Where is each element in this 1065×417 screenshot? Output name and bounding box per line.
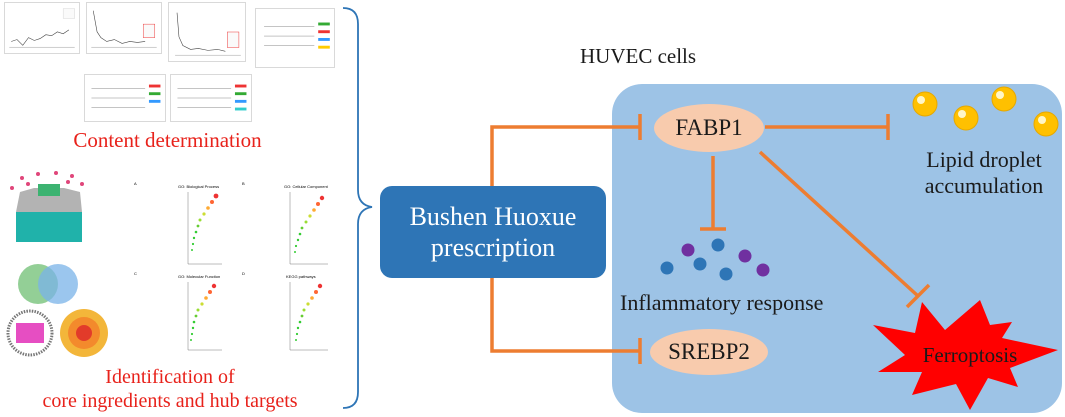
ferroptosis-starburst bbox=[873, 300, 1058, 410]
curly-brace bbox=[342, 7, 373, 409]
go-panel-tag-c: C bbox=[134, 271, 137, 276]
ppi-network-thumbnail-2 bbox=[58, 306, 110, 360]
go-panel-title-a: GO: Biological Process bbox=[178, 184, 219, 189]
inflammatory-response-label: Inflammatory response bbox=[620, 290, 824, 315]
prescription-box: Bushen Huoxue prescription bbox=[380, 186, 606, 278]
go-panel-tag-b: B bbox=[242, 181, 245, 186]
inflammatory-cytokine-dots bbox=[660, 238, 770, 281]
line-chart-thumbnail-d bbox=[255, 8, 335, 68]
go-dotplot-d: D KEGG pathways bbox=[240, 270, 340, 354]
ppi-network-thumbnail-1 bbox=[4, 308, 56, 358]
go-panel-title-d: KEGG pathways bbox=[286, 274, 316, 279]
go-dotplot-c: C GO: Molecular Function bbox=[132, 270, 236, 354]
identification-title-line2: core ingredients and hub targets bbox=[42, 390, 298, 412]
network-graph-thumbnail bbox=[8, 170, 90, 242]
inhibit-arrow-to-srebp2 bbox=[490, 278, 640, 353]
line-chart-thumbnail-f bbox=[170, 74, 252, 122]
go-panel-tag-d: D bbox=[242, 271, 245, 276]
line-chart-thumbnail-b bbox=[86, 2, 162, 54]
prescription-label-line1: Bushen Huoxue bbox=[409, 202, 577, 231]
inhibit-arrow-to-fabp1 bbox=[490, 125, 640, 186]
go-panel-tag-a: A bbox=[134, 181, 137, 186]
lipid-droplet-label-line2: accumulation bbox=[924, 173, 1044, 198]
ferroptosis-label: Ferroptosis bbox=[922, 343, 1018, 367]
huvec-cells-title: HUVEC cells bbox=[580, 44, 697, 68]
venn-diagram-thumbnail bbox=[12, 262, 84, 306]
fabp1-node: FABP1 bbox=[654, 104, 764, 152]
identification-title-line1: Identification of bbox=[105, 366, 235, 388]
line-chart-thumbnail-c bbox=[168, 2, 246, 62]
content-determination-title: Content determination bbox=[73, 128, 262, 152]
lipid-droplet-label-line1: Lipid droplet bbox=[926, 147, 1042, 172]
go-dotplot-b: B GO: Cellular Component bbox=[240, 180, 340, 268]
go-panel-title-c: GO: Molecular Function bbox=[178, 274, 220, 279]
prescription-label-line2: prescription bbox=[430, 233, 556, 262]
go-panel-title-b: GO: Cellular Component bbox=[284, 184, 329, 189]
inhibit-arrow-fabp1-to-ferroptosis bbox=[758, 150, 920, 298]
lipid-droplets bbox=[912, 86, 1059, 137]
line-chart-thumbnail-e bbox=[84, 74, 166, 122]
go-dotplot-a: A GO: Biological Process bbox=[132, 180, 236, 268]
line-chart-thumbnail-a bbox=[4, 2, 80, 54]
srebp2-node: SREBP2 bbox=[650, 329, 768, 375]
